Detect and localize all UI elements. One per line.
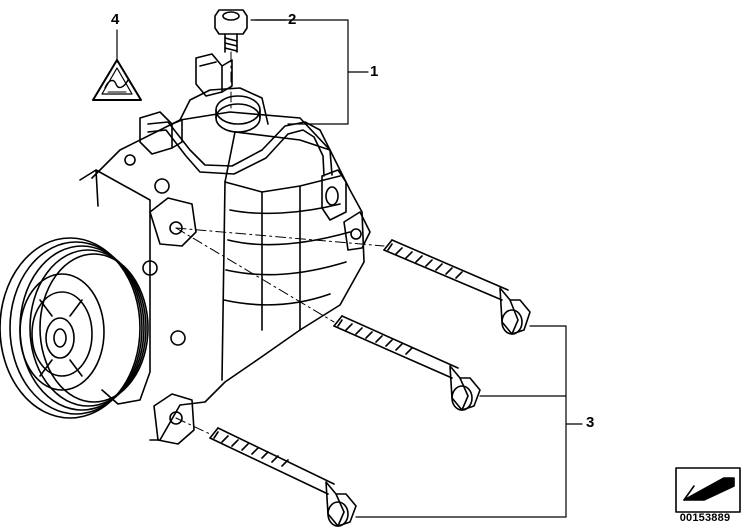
leader-lines [116, 19, 583, 518]
pressure-relief-valve [214, 9, 248, 53]
assembly-axis-lines [175, 51, 385, 435]
callout-4: 4 [111, 11, 120, 28]
callout-1: 1 [370, 63, 379, 80]
compressor-body [79, 53, 371, 445]
refrigerant-warning-triangle-icon [92, 59, 142, 101]
bolt-upper [383, 239, 531, 335]
callout-2: 2 [288, 11, 297, 28]
bolt-middle [333, 315, 481, 411]
compressor-pulley [0, 237, 149, 419]
diagram-reference-number: 00153889 [679, 512, 731, 524]
callout-3: 3 [586, 414, 595, 431]
view-direction-arrow-icon [675, 467, 741, 513]
bolt-lower [209, 427, 357, 527]
